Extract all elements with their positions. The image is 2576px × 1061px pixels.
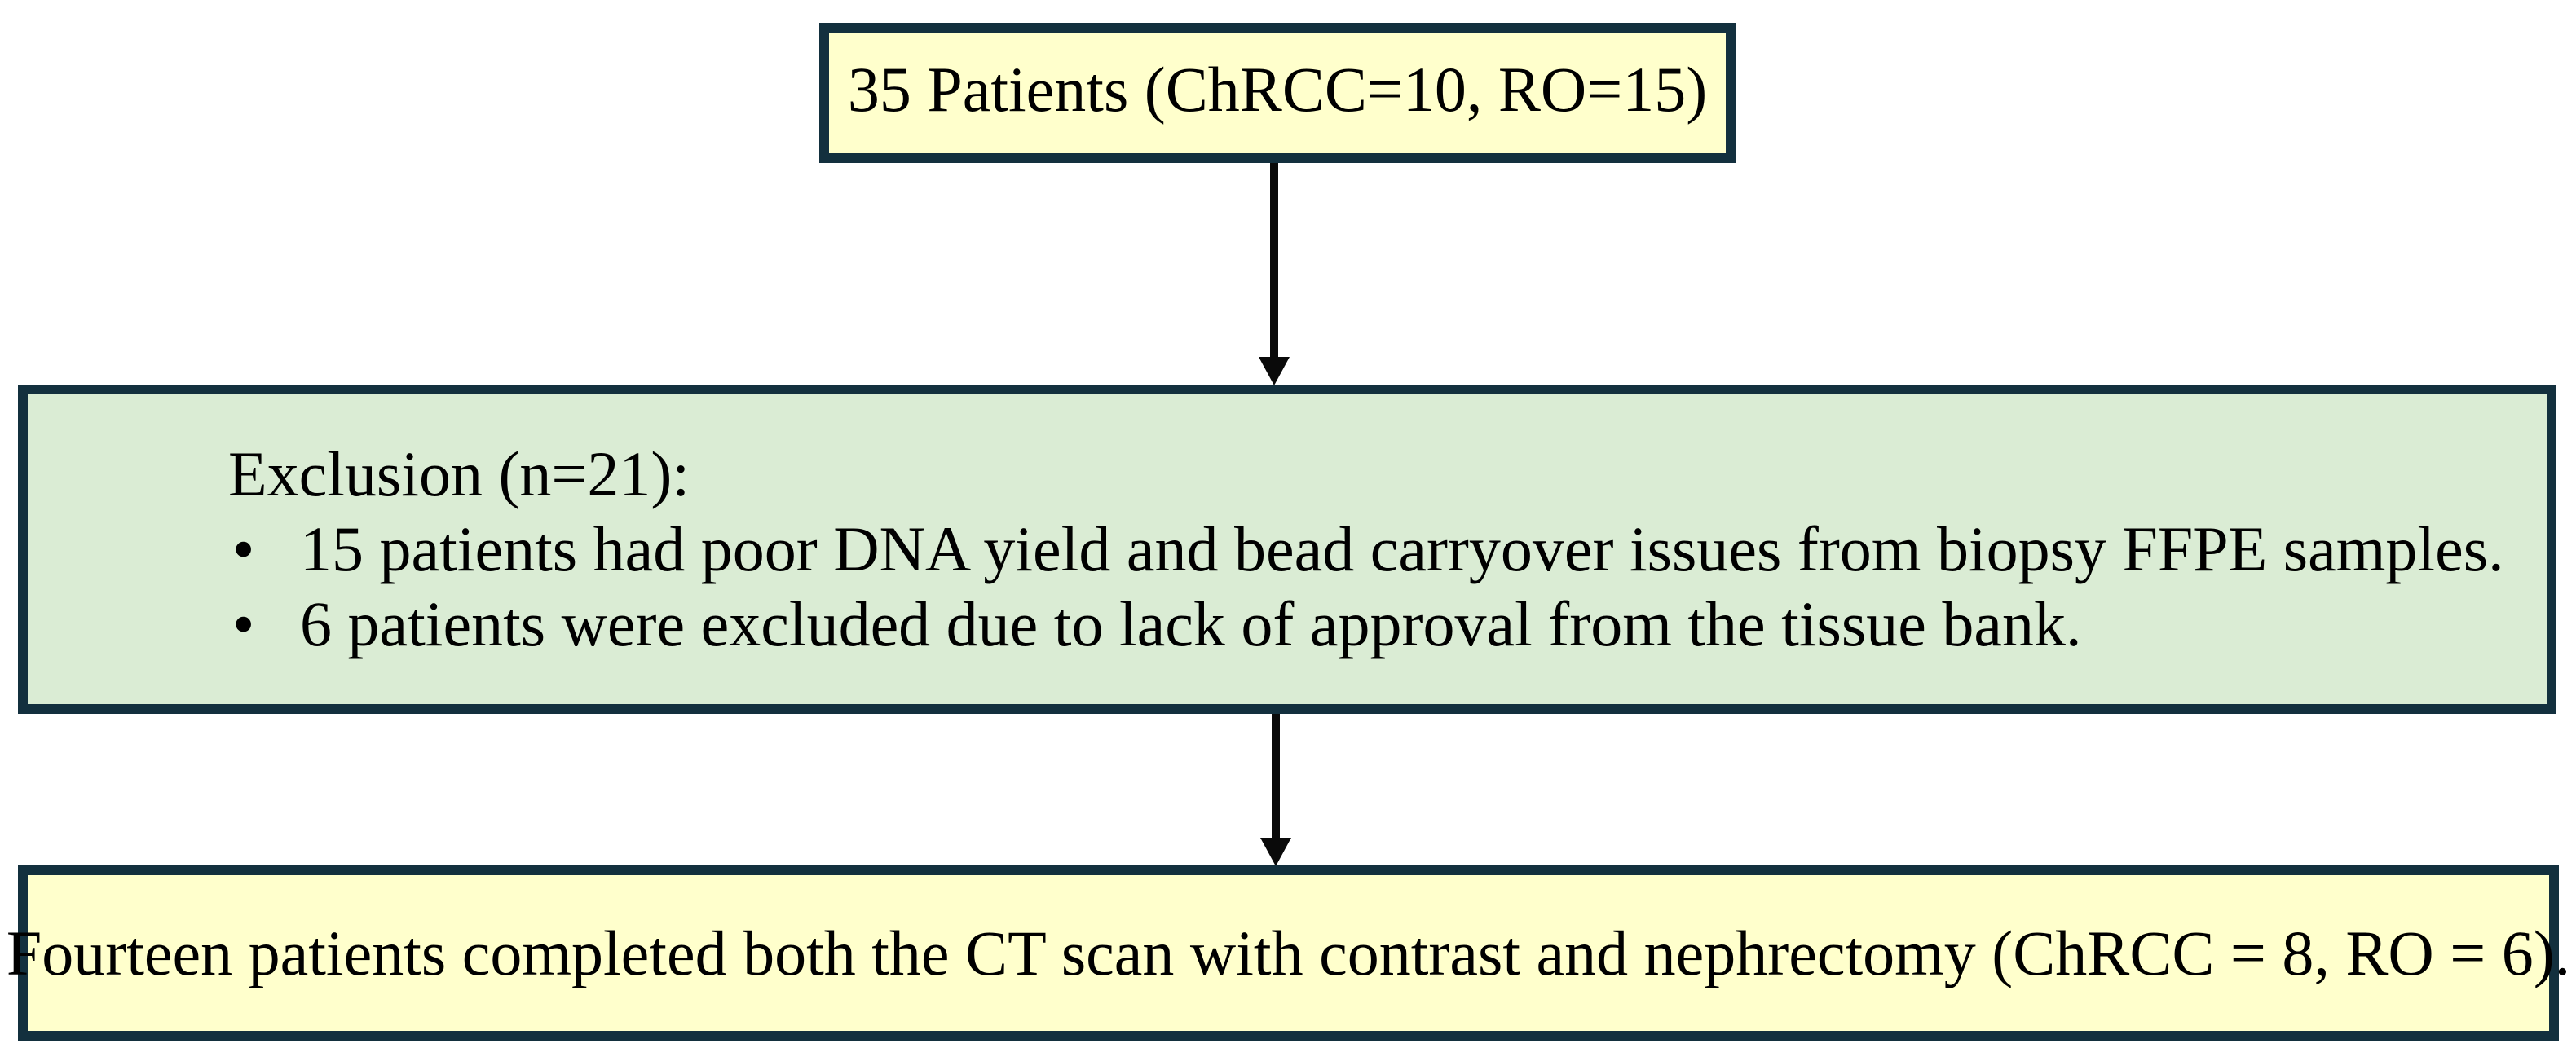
exclusion-heading: Exclusion (n=21): — [228, 438, 690, 509]
exclusion-bullet-2: • 6 patients were excluded due to lack o… — [228, 587, 2547, 662]
outcome-box-label: Fourteen patients completed both the CT … — [6, 917, 2571, 988]
patients-box: 35 Patients (ChRCC=10, RO=15) — [819, 23, 1736, 163]
connector-arrow-bottom — [1260, 714, 1291, 866]
bullet-dot-icon: • — [232, 588, 255, 659]
arrow-shaft — [1270, 163, 1278, 359]
arrow-down-icon — [1259, 357, 1290, 385]
exclusion-bullet-2-text: 6 patients were excluded due to lack of … — [300, 588, 2082, 659]
connector-arrow-top — [1259, 163, 1290, 385]
outcome-box: Fourteen patients completed both the CT … — [7, 865, 2570, 1041]
arrow-down-icon — [1260, 838, 1291, 866]
exclusion-bullet-1: • 15 patients had poor DNA yield and bea… — [228, 512, 2547, 587]
bullet-dot-icon: • — [232, 513, 255, 584]
exclusion-box: Exclusion (n=21): • 15 patients had poor… — [18, 385, 2556, 714]
arrow-shaft — [1272, 714, 1280, 839]
exclusion-bullet-1-text: 15 patients had poor DNA yield and bead … — [300, 513, 2504, 584]
patients-box-label: 35 Patients (ChRCC=10, RO=15) — [847, 54, 1708, 125]
